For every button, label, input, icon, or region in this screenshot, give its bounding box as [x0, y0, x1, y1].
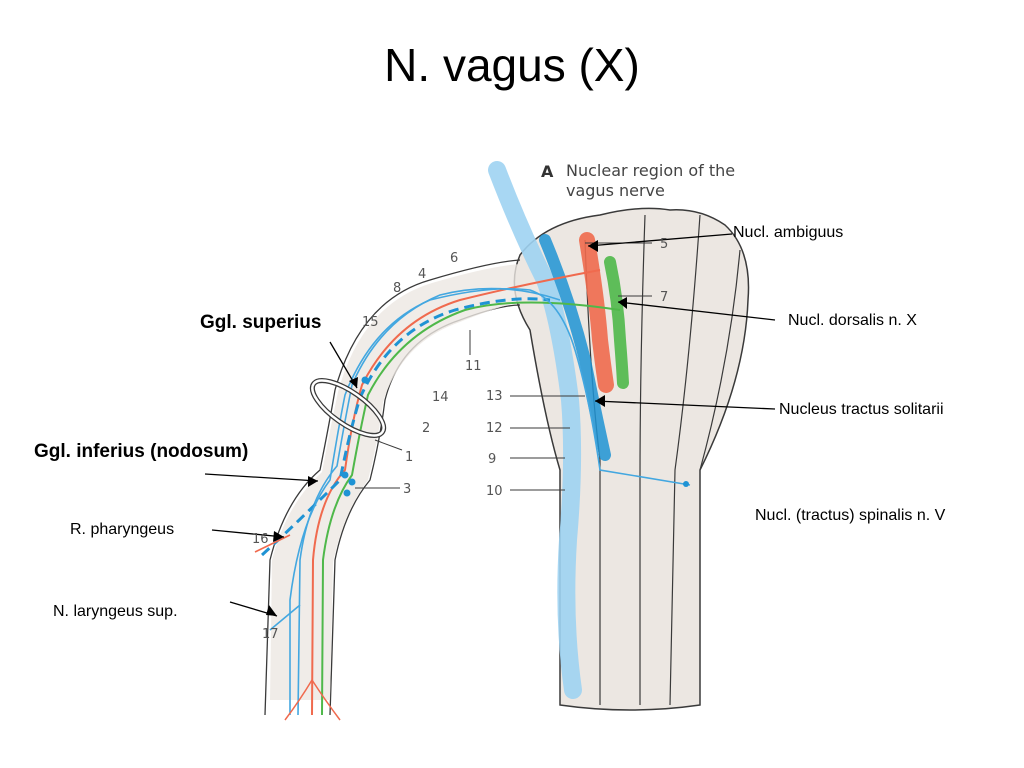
brainstem-sulcus-3 — [669, 214, 701, 706]
arrow-ggl-inferius — [204, 473, 319, 482]
fig-number: 5 — [660, 237, 668, 252]
jugular-ring-inner — [311, 379, 385, 437]
fig-number: 15 — [362, 315, 379, 330]
fig-number: 9 — [488, 452, 496, 467]
ganglion-cell — [348, 478, 356, 486]
fig-number: 1 — [405, 450, 413, 465]
fig-number: 17 — [262, 627, 279, 642]
fig-number: 6 — [450, 251, 458, 266]
nucleus-dorsalis-shape — [604, 256, 629, 389]
arrow-nucl-dorsalis — [617, 301, 776, 321]
label-n-laryngeus: N. laryngeus sup. — [53, 603, 178, 620]
arrowhead — [595, 395, 605, 407]
fig-number: 3 — [403, 482, 411, 497]
label-nucleus-tractus: Nucleus tractus solitarii — [779, 401, 944, 418]
arrowhead — [308, 476, 318, 487]
arrowhead — [618, 297, 627, 309]
figure-caption-line1: Nuclear region of the — [566, 161, 735, 180]
arrowhead — [266, 605, 277, 616]
nerve-trunk-fill — [270, 264, 520, 700]
brainstem-sulcus-4 — [699, 249, 741, 471]
ganglion-cell — [341, 471, 349, 479]
leader-1 — [374, 439, 403, 451]
fig-number: 8 — [393, 281, 401, 296]
fig-number: 4 — [418, 267, 426, 282]
fiber-green — [321, 301, 621, 716]
label-ggl-inferius: Ggl. inferius (nodosum) — [34, 441, 249, 462]
fiber-red-branch-b — [311, 679, 341, 721]
fig-number: 10 — [486, 484, 503, 499]
ganglion-cell — [683, 481, 689, 487]
ganglion-cell — [343, 489, 351, 497]
brainstem-sulcus-2 — [639, 214, 646, 705]
nucleus-tractus-shape — [539, 234, 611, 461]
fig-number: 12 — [486, 421, 503, 436]
spinal-tract-v — [488, 161, 582, 699]
fiber-blue-1 — [297, 287, 561, 716]
arrowhead — [349, 377, 358, 388]
fiber-red-branch-a — [284, 679, 313, 721]
nucleus-ambiguus-shape — [579, 232, 614, 393]
branch-16 — [254, 534, 291, 553]
fiber-blue-2 — [289, 287, 691, 715]
arrow-nucl-ambiguus — [587, 233, 733, 247]
fig-number: 14 — [432, 390, 449, 405]
label-r-pharyngeus: R. pharyngeus — [70, 521, 175, 538]
fig-number: 2 — [422, 421, 430, 436]
figure-caption-line2: vagus nerve — [566, 181, 665, 200]
label-nucl-ambiguus: Nucl. ambiguus — [733, 224, 844, 241]
slide-title: N. vagus (X) — [384, 39, 640, 91]
nerve-trunk-outline — [264, 259, 521, 716]
arrow-nucleus-tractus — [594, 400, 776, 410]
label-nucl-dorsalis: Nucl. dorsalis n. X — [788, 312, 917, 329]
label-nucl-spinalis: Nucl. (tractus) spinalis n. V — [755, 507, 946, 524]
label-ggl-superius: Ggl. superius — [200, 312, 322, 333]
fig-number: 13 — [486, 389, 503, 404]
arrowhead — [273, 531, 284, 542]
arrowhead — [588, 240, 598, 252]
fig-number: 16 — [252, 532, 269, 547]
branch-17 — [269, 604, 301, 631]
arrow-r-pharyngeus — [211, 529, 285, 538]
figure-caption-letter: A — [541, 162, 554, 181]
ganglion-cell — [361, 376, 369, 384]
fig-number: 11 — [465, 359, 482, 374]
fig-number: 7 — [660, 290, 668, 305]
